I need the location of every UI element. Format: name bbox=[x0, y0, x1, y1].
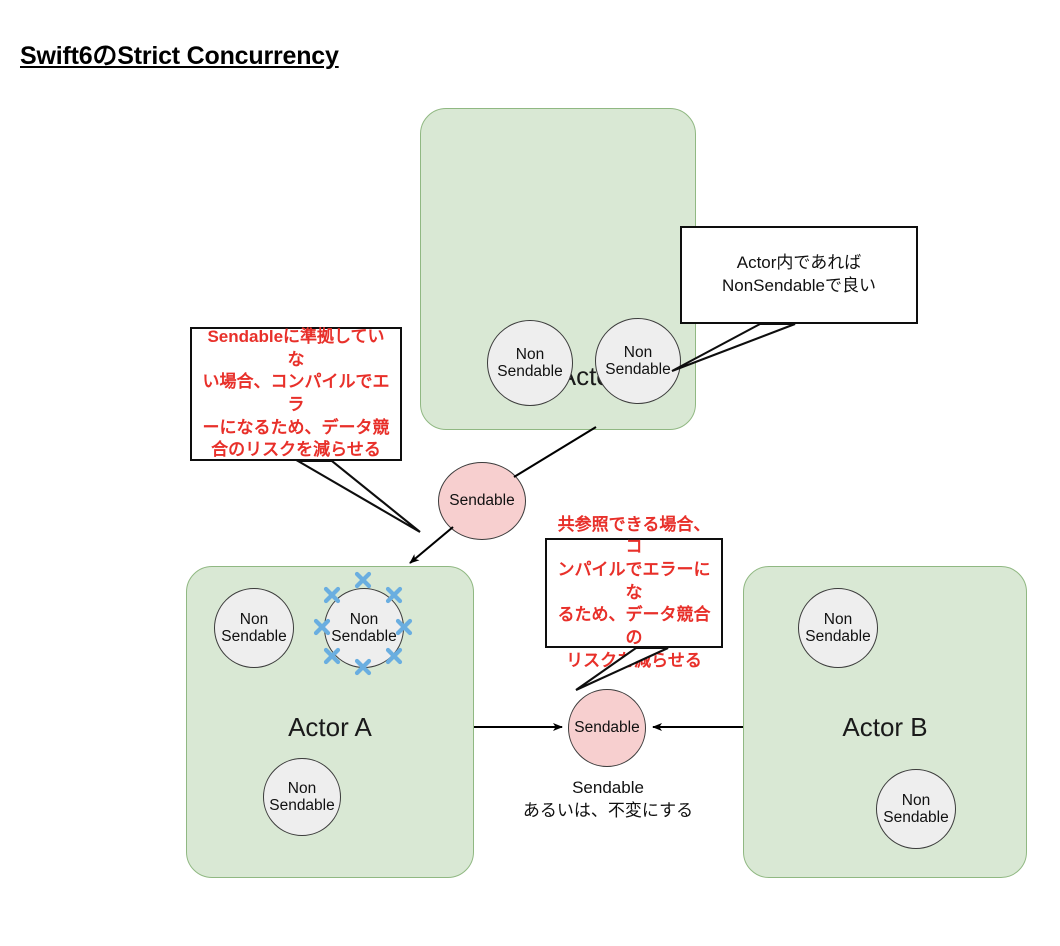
actor-label-actor-a: Actor A bbox=[288, 712, 372, 742]
circle-label: Sendable bbox=[449, 492, 515, 510]
connector-main-to-sendable bbox=[513, 426, 597, 478]
callout-left-text: Sendableに準拠していない場合、コンパイルでエラーになるため、データ競合の… bbox=[202, 327, 390, 460]
callout-middle-text: 共参照できる場合、コンパイルでエラーになるため、データ競合のリスクを減らせる bbox=[557, 514, 711, 670]
callout-left[interactable]: Sendableに準拠していない場合、コンパイルでエラーになるため、データ競合の… bbox=[190, 327, 402, 461]
circle-sendable-bottom[interactable]: Sendable bbox=[568, 689, 646, 767]
callout-left-tail bbox=[294, 459, 421, 533]
circle-sendable-top[interactable]: Sendable bbox=[438, 462, 526, 540]
arrow-sendable-to-actor-a bbox=[409, 526, 454, 564]
actor-label-actor-b: Actor B bbox=[842, 712, 928, 742]
circle-label: Sendable bbox=[574, 719, 640, 737]
page-title: Swift6のStrict Concurrency bbox=[20, 42, 339, 70]
callout-middle[interactable]: 共参照できる場合、コンパイルでエラーになるため、データ競合のリスクを減らせる bbox=[545, 515, 723, 670]
